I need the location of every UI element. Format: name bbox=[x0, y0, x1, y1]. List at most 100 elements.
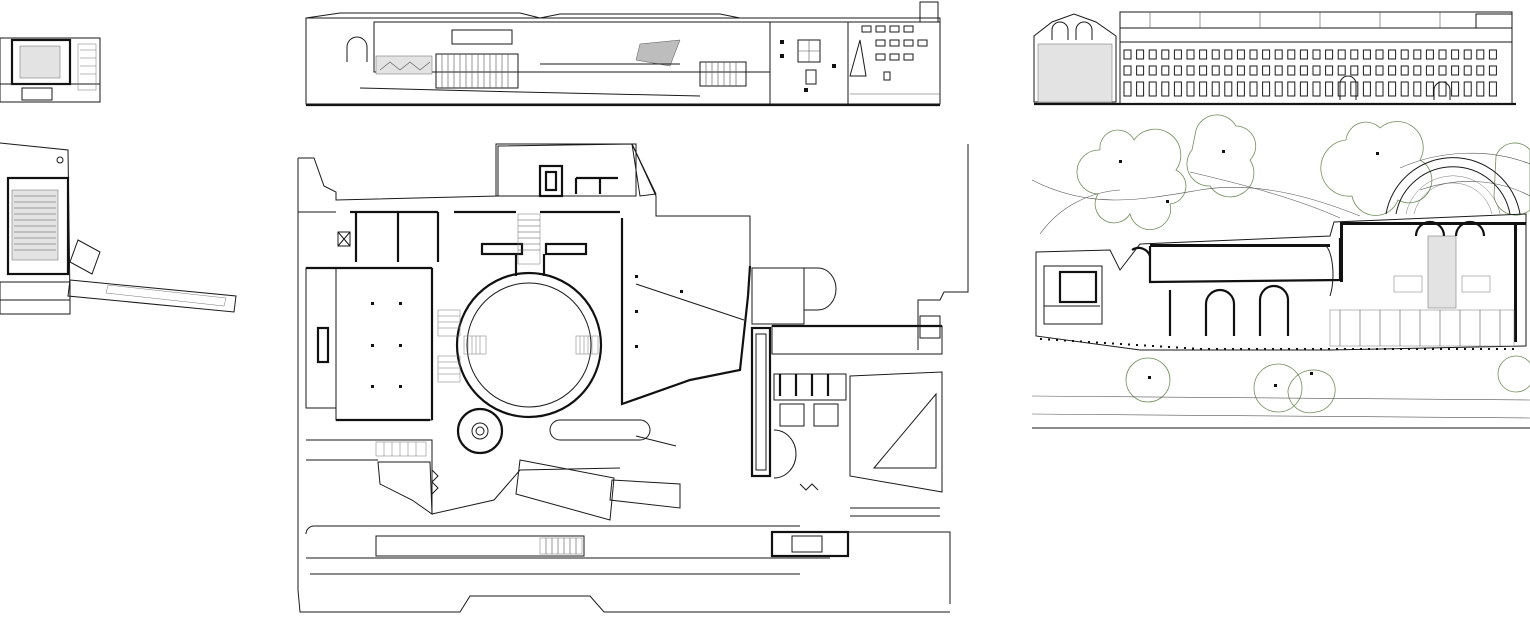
elevation-window bbox=[1451, 49, 1460, 60]
elevation-window bbox=[1488, 49, 1497, 60]
elevation-window bbox=[1312, 81, 1321, 97]
elevation-window bbox=[1274, 65, 1283, 76]
elevation-window bbox=[1299, 49, 1308, 60]
elevation-window bbox=[1413, 65, 1422, 76]
elevation-window bbox=[1362, 65, 1371, 76]
colonnade-column bbox=[1440, 348, 1442, 350]
elevation-window bbox=[1262, 65, 1271, 76]
colonnade-column bbox=[1456, 348, 1458, 350]
elevation-window bbox=[1337, 49, 1346, 60]
elevation-window bbox=[1136, 65, 1145, 76]
colonnade-column bbox=[1424, 348, 1426, 350]
elevation-window bbox=[1476, 49, 1485, 60]
elevation-window bbox=[1451, 65, 1460, 76]
elevation-window bbox=[1249, 81, 1258, 97]
colonnade-column bbox=[1488, 348, 1490, 350]
colonnade-column bbox=[1504, 348, 1506, 350]
colonnade-column bbox=[1264, 348, 1266, 350]
colonnade-column bbox=[1216, 348, 1218, 350]
elevation-window bbox=[1211, 49, 1220, 60]
elevation-window bbox=[1451, 81, 1460, 97]
colonnade-column bbox=[1072, 340, 1074, 342]
elevation-window bbox=[1211, 65, 1220, 76]
colonnade-column bbox=[1080, 340, 1082, 343]
elevation-window bbox=[1425, 65, 1434, 76]
elevation-window bbox=[1148, 49, 1157, 60]
colonnade-column bbox=[1200, 348, 1202, 350]
elevation-window bbox=[1249, 65, 1258, 76]
colonnade-column bbox=[1160, 345, 1162, 348]
left-section-plan bbox=[0, 37, 237, 315]
elevation-window bbox=[1173, 81, 1182, 97]
colonnade-column bbox=[1064, 339, 1066, 342]
elevation-window bbox=[1375, 49, 1384, 60]
colonnade-column bbox=[1384, 348, 1386, 350]
colonnade-column bbox=[1152, 345, 1154, 347]
colonnade-column bbox=[1376, 348, 1378, 350]
colonnade-column bbox=[1480, 348, 1482, 350]
colonnade-column bbox=[1280, 348, 1282, 350]
elevation-window bbox=[1350, 81, 1359, 97]
elevation-window bbox=[1438, 81, 1447, 97]
elevation-window bbox=[1148, 81, 1157, 97]
elevation-window bbox=[1173, 65, 1182, 76]
elevation-window bbox=[1362, 81, 1371, 97]
elevation-window bbox=[1400, 65, 1409, 76]
elevation-window bbox=[1161, 81, 1170, 97]
elevation-window bbox=[1463, 49, 1472, 60]
elevation-window bbox=[1186, 49, 1195, 60]
colonnade-column bbox=[1232, 348, 1234, 350]
elevation-window bbox=[1337, 65, 1346, 76]
elevation-window bbox=[1299, 65, 1308, 76]
elevation-window bbox=[1325, 49, 1334, 60]
colonnade-column bbox=[1344, 348, 1346, 350]
colonnade-column bbox=[1104, 342, 1106, 344]
elevation-window bbox=[1161, 49, 1170, 60]
elevation-window bbox=[1438, 49, 1447, 60]
elevation-window bbox=[1224, 49, 1233, 60]
elevation-window bbox=[1388, 81, 1397, 97]
elevation-window bbox=[1199, 49, 1208, 60]
elevation-window bbox=[1337, 81, 1346, 97]
colonnade-column bbox=[1256, 348, 1258, 350]
colonnade-column bbox=[1168, 346, 1170, 348]
elevation-window bbox=[1400, 81, 1409, 97]
elevation-window bbox=[1425, 81, 1434, 97]
elevation-window bbox=[1236, 49, 1245, 60]
colonnade-column bbox=[1512, 348, 1514, 350]
colonnade-column bbox=[1120, 343, 1122, 345]
elevation-window bbox=[1325, 65, 1334, 76]
colonnade-column bbox=[1496, 348, 1498, 350]
elevation-window bbox=[1425, 49, 1434, 60]
elevation-window bbox=[1249, 49, 1258, 60]
elevation-window bbox=[1274, 81, 1283, 97]
colonnade-column bbox=[1088, 341, 1090, 343]
colonnade-column bbox=[1240, 348, 1242, 350]
elevation-window bbox=[1224, 65, 1233, 76]
colonnade-column bbox=[1112, 342, 1114, 345]
colonnade-column bbox=[1328, 348, 1330, 350]
colonnade-column bbox=[1408, 348, 1410, 350]
colonnade-column bbox=[1336, 348, 1338, 350]
colonnade-column bbox=[1128, 343, 1130, 346]
elevation-window bbox=[1388, 65, 1397, 76]
elevation-window bbox=[1287, 65, 1296, 76]
elevation-window bbox=[1299, 81, 1308, 97]
elevation-window bbox=[1186, 65, 1195, 76]
elevation-window bbox=[1375, 81, 1384, 97]
elevation-window bbox=[1186, 81, 1195, 97]
elevation-window bbox=[1224, 81, 1233, 97]
colonnade-column bbox=[1448, 348, 1450, 350]
colonnade-column bbox=[1056, 339, 1058, 341]
elevation-window bbox=[1413, 81, 1422, 97]
elevation-window bbox=[1312, 65, 1321, 76]
site-plan bbox=[1031, 114, 1530, 429]
elevation-window bbox=[1413, 49, 1422, 60]
elevation-window bbox=[1148, 65, 1157, 76]
elevation-window bbox=[1136, 49, 1145, 60]
colonnade-column bbox=[1184, 347, 1186, 349]
elevation-window bbox=[1488, 65, 1497, 76]
colonnade-column bbox=[1176, 346, 1178, 349]
elevation-window bbox=[1438, 65, 1447, 76]
right-elevation bbox=[1033, 11, 1516, 106]
